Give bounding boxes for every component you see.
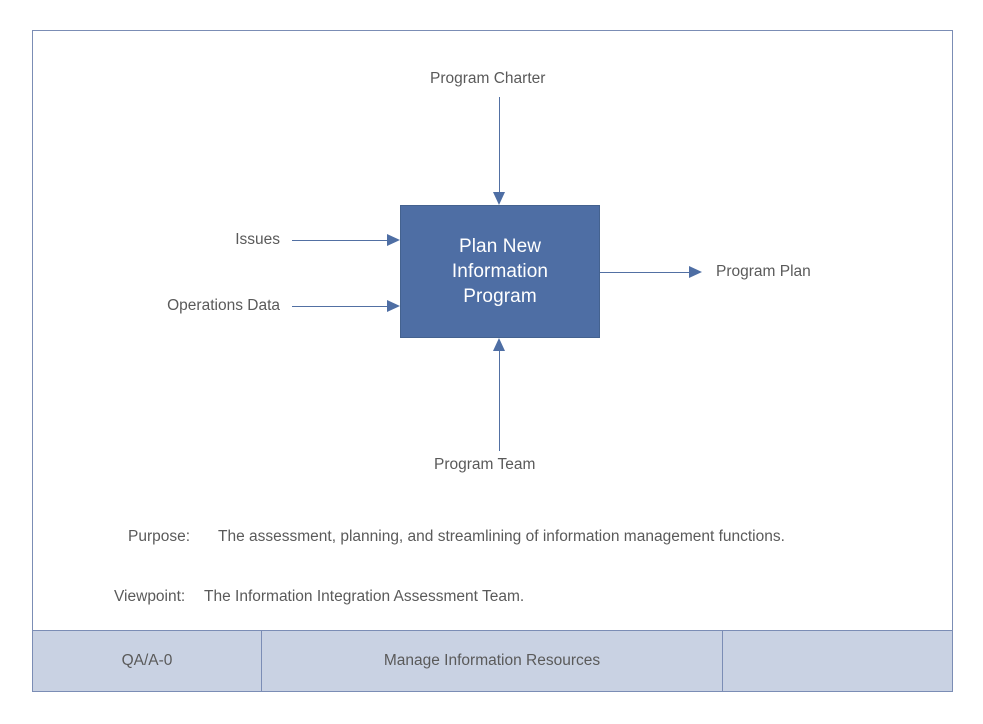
footer-title-block: QA/A-0 Manage Information Resources: [32, 630, 953, 692]
purpose-key: Purpose:: [128, 528, 191, 545]
footer-title-cell[interactable]: Manage Information Resources: [262, 631, 723, 691]
arrow-label-program-plan: Program Plan: [716, 263, 811, 280]
footer-node-cell[interactable]: QA/A-0: [33, 631, 262, 691]
arrow-line-program-plan: [600, 272, 689, 273]
arrowhead-program-charter-down-icon: [493, 192, 505, 205]
footer-number-cell[interactable]: [723, 631, 952, 691]
diagram-frame: [32, 30, 953, 692]
viewpoint-row: Viewpoint: The Information Integration As…: [114, 588, 524, 606]
arrow-label-program-team: Program Team: [434, 456, 536, 473]
arrow-line-program-team: [499, 351, 500, 451]
arrow-line-issues: [292, 240, 387, 241]
arrow-line-operations-data: [292, 306, 387, 307]
arrow-label-operations-data: Operations Data: [167, 297, 280, 314]
arrowhead-issues-right-icon: [387, 233, 400, 246]
arrowhead-operations-data-right-icon: [387, 299, 400, 312]
purpose-value: The assessment, planning, and streamlini…: [218, 528, 785, 545]
activity-box-plan-new-information-program[interactable]: Plan New Information Program: [400, 205, 600, 338]
arrow-label-issues: Issues: [235, 231, 280, 248]
arrowhead-program-team-up-icon: [493, 338, 505, 351]
purpose-row: Purpose: The assessment, planning, and st…: [128, 528, 785, 546]
arrowhead-program-plan-right-icon: [689, 265, 702, 278]
arrow-label-program-charter: Program Charter: [430, 70, 546, 87]
activity-box-label: Plan New Information Program: [451, 236, 549, 307]
viewpoint-value: The Information Integration Assessment T…: [204, 588, 525, 605]
viewpoint-key: Viewpoint:: [114, 588, 186, 605]
arrow-line-program-charter: [499, 97, 500, 193]
